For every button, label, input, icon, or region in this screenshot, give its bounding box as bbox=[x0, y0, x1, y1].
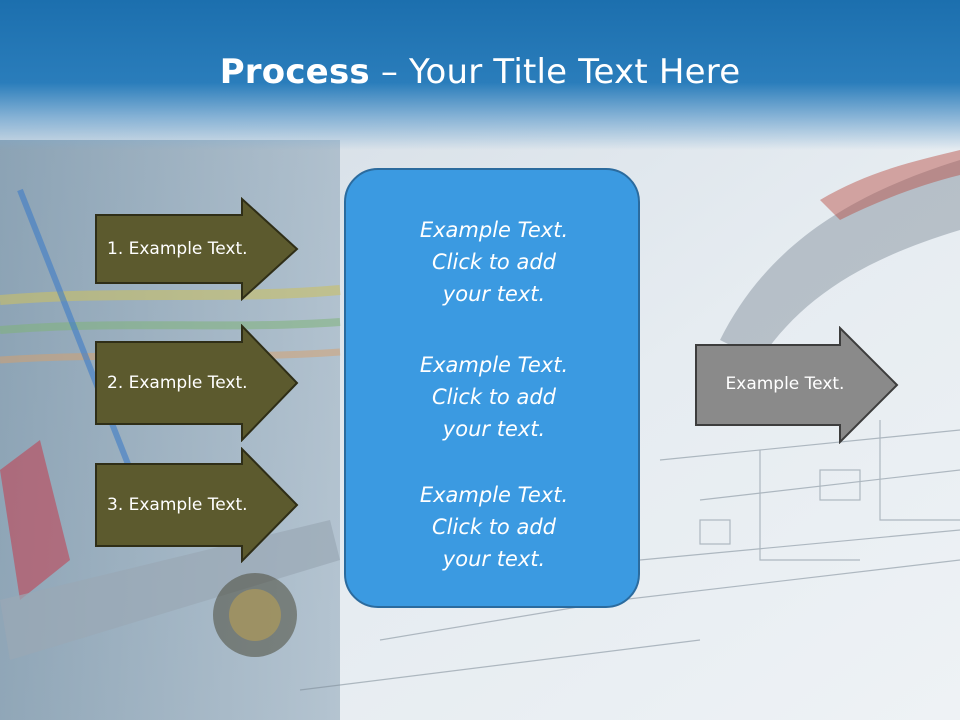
paragraph-line: Click to add bbox=[431, 250, 556, 274]
paragraph-line: your text. bbox=[442, 282, 546, 306]
slide-title[interactable]: Process – Your Title Text Here bbox=[0, 52, 960, 92]
result-arrow-label: Example Text. bbox=[725, 374, 845, 394]
paragraph-line: Click to add bbox=[431, 515, 556, 539]
title-rest: – Your Title Text Here bbox=[369, 52, 741, 92]
arrow-shape bbox=[95, 323, 299, 443]
center-paragraph-3: Example Text. Click to add your text. bbox=[346, 479, 642, 575]
paragraph-line: Click to add bbox=[431, 385, 556, 409]
center-paragraph-1: Example Text. Click to add your text. bbox=[346, 214, 642, 310]
center-paragraph-2: Example Text. Click to add your text. bbox=[346, 349, 642, 445]
arrow-shape bbox=[95, 196, 299, 302]
process-arrow-2[interactable]: 2. Example Text. bbox=[94, 323, 300, 443]
paragraph-line: Example Text. bbox=[419, 483, 569, 507]
result-arrow[interactable] bbox=[694, 325, 900, 445]
title-band bbox=[0, 0, 960, 150]
paragraph-line: your text. bbox=[442, 547, 546, 571]
title-bold-word: Process bbox=[219, 52, 370, 92]
process-arrow-label: 1. Example Text. bbox=[107, 239, 248, 259]
paragraph-line: Example Text. bbox=[419, 353, 569, 377]
paragraph-line: your text. bbox=[442, 417, 546, 441]
process-arrow-1[interactable]: 1. Example Text. bbox=[94, 196, 300, 302]
process-arrow-label: 3. Example Text. bbox=[107, 495, 248, 515]
center-text-box[interactable]: Example Text. Click to add your text. Ex… bbox=[344, 168, 640, 608]
arrow-shape bbox=[695, 325, 899, 445]
process-arrow-3[interactable]: 3. Example Text. bbox=[94, 446, 300, 564]
paragraph-line: Example Text. bbox=[419, 218, 569, 242]
process-arrow-label: 2. Example Text. bbox=[107, 373, 248, 393]
arrow-shape bbox=[95, 446, 299, 564]
